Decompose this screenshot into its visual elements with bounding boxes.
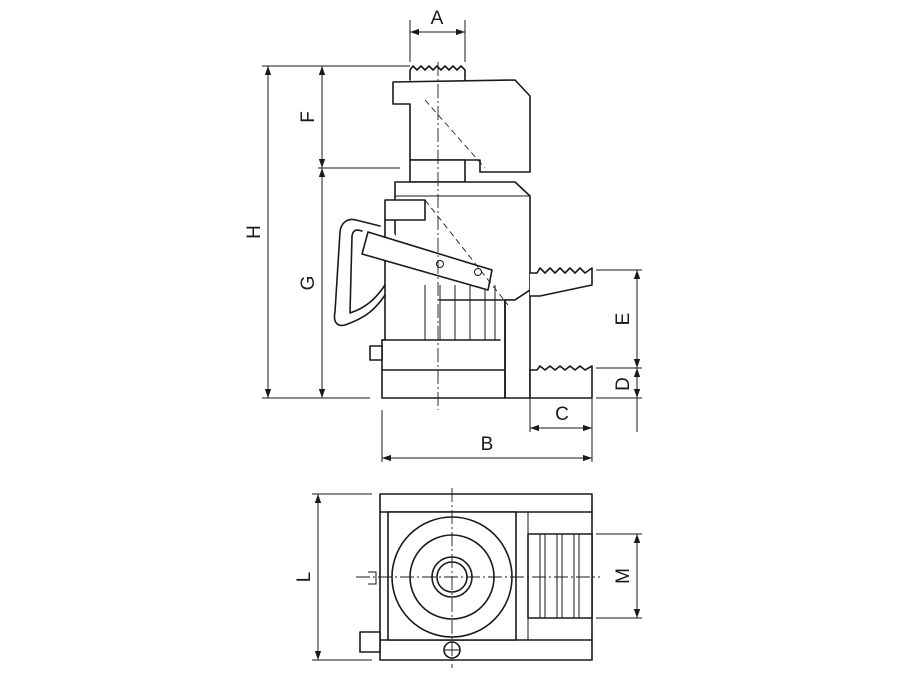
lever-pivot <box>436 260 444 268</box>
top-view <box>356 488 600 668</box>
pump-lever <box>361 231 493 291</box>
top-head <box>392 79 531 173</box>
ram <box>409 159 466 183</box>
label-c: C <box>555 404 569 425</box>
side-view <box>333 62 593 410</box>
label-l: L <box>294 572 315 583</box>
carry-handle <box>333 218 386 327</box>
hidden-line-head <box>424 99 486 169</box>
toe-ribs <box>539 534 580 618</box>
toe-top-view <box>527 533 593 619</box>
hidden-line-body <box>424 199 509 306</box>
side-dimensions: A H F G E D C B <box>244 8 642 462</box>
lower-toe <box>529 365 593 399</box>
label-a: A <box>431 8 444 29</box>
label-b: B <box>481 434 494 455</box>
carry-handle-inner <box>349 229 386 314</box>
label-d: D <box>613 377 634 391</box>
top-saddle-teeth <box>409 65 466 81</box>
top-dimensions: L M <box>294 493 642 661</box>
label-g: G <box>298 276 319 291</box>
upper-toe <box>529 267 593 297</box>
label-m: M <box>613 568 634 584</box>
label-e: E <box>613 313 634 326</box>
cylinder-collar <box>384 199 426 221</box>
side-block <box>359 631 381 653</box>
cylinder-flutes <box>424 285 496 340</box>
label-h: H <box>244 225 265 239</box>
label-f: F <box>298 111 319 123</box>
side-valve <box>368 571 377 585</box>
side-plug <box>369 345 383 361</box>
